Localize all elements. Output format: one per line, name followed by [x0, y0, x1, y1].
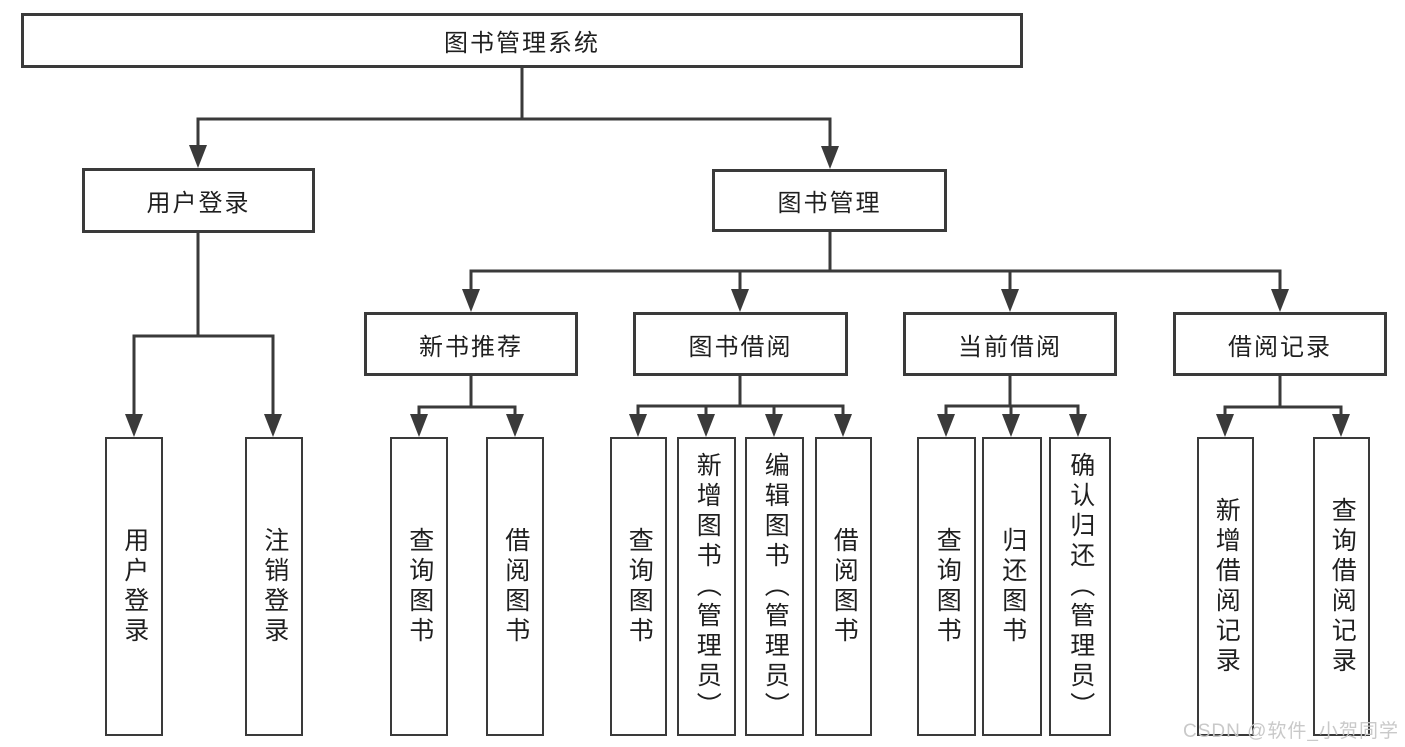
- leaf-query-books-borrow: 查询图书: [610, 437, 667, 736]
- node-book-management-branch: 图书管理: [712, 169, 947, 232]
- leaf-add-books-admin: 新增图书（管理员）: [677, 437, 736, 736]
- leaf-query-books-recommend-label: 查询图书: [405, 526, 434, 647]
- csdn-watermark: CSDN @软件_小贺同学: [1183, 721, 1399, 742]
- node-book-borrow: 图书借阅: [633, 312, 848, 376]
- leaf-edit-books-admin: 编辑图书（管理员）: [745, 437, 804, 736]
- leaf-logout: 注销登录: [245, 437, 303, 736]
- node-new-book-recommend: 新书推荐: [364, 312, 578, 376]
- leaf-return-books-label: 归还图书: [998, 526, 1027, 647]
- leaf-query-books-borrow-label: 查询图书: [625, 526, 654, 647]
- leaf-return-books: 归还图书: [982, 437, 1042, 736]
- leaf-borrow-books-label: 借阅图书: [830, 526, 859, 647]
- node-user-login-branch: 用户登录: [82, 168, 315, 233]
- leaf-query-books-current: 查询图书: [917, 437, 976, 736]
- leaf-add-books-admin-label: 新增图书（管理员）: [693, 451, 722, 722]
- leaf-query-borrow-record-label: 查询借阅记录: [1328, 496, 1357, 677]
- leaf-add-borrow-record: 新增借阅记录: [1197, 437, 1254, 736]
- leaf-confirm-return-admin-label: 确认归还（管理员）: [1066, 451, 1095, 722]
- leaf-edit-books-admin-label: 编辑图书（管理员）: [761, 451, 790, 722]
- leaf-add-borrow-record-label: 新增借阅记录: [1212, 496, 1241, 677]
- leaf-query-borrow-record: 查询借阅记录: [1313, 437, 1370, 736]
- leaf-query-books-current-label: 查询图书: [933, 526, 962, 647]
- leaf-user-login-label: 用户登录: [120, 526, 149, 647]
- node-current-borrow: 当前借阅: [903, 312, 1117, 376]
- leaf-logout-label: 注销登录: [260, 526, 289, 647]
- node-borrow-records: 借阅记录: [1173, 312, 1387, 376]
- leaf-borrow-books-recommend: 借阅图书: [486, 437, 544, 736]
- leaf-borrow-books: 借阅图书: [815, 437, 872, 736]
- leaf-borrow-books-recommend-label: 借阅图书: [501, 526, 530, 647]
- node-root-system: 图书管理系统: [21, 13, 1023, 68]
- leaf-confirm-return-admin: 确认归还（管理员）: [1049, 437, 1111, 736]
- leaf-query-books-recommend: 查询图书: [390, 437, 448, 736]
- leaf-user-login: 用户登录: [105, 437, 163, 736]
